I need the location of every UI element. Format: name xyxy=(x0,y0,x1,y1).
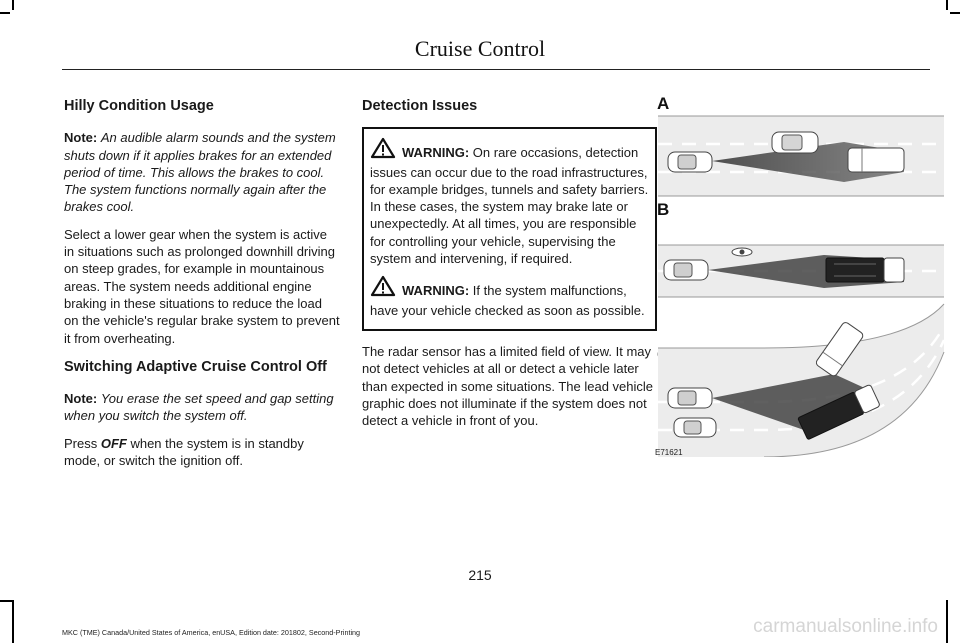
truck-icon xyxy=(825,257,905,283)
panel-a-road xyxy=(658,115,944,197)
warning-malfunction: WARNING: If the system malfunctions, hav… xyxy=(370,275,649,319)
warning-box: WARNING: On rare occasions, detection is… xyxy=(362,127,657,331)
crop-mark xyxy=(12,0,14,10)
warning-label: WARNING: xyxy=(402,283,470,299)
note-label: Note: xyxy=(64,130,98,146)
page-number: 215 xyxy=(468,567,492,583)
paragraph-radar: The radar sensor has a limited field of … xyxy=(362,343,653,429)
car-icon xyxy=(663,259,709,281)
car-icon xyxy=(771,131,819,154)
middle-column: Detection Issues WARNING: On rare occasi… xyxy=(362,98,658,439)
car-icon xyxy=(673,417,717,438)
warning-text: If the system malfunctions, have your ve… xyxy=(370,283,645,318)
page-title: Cruise Control xyxy=(414,36,546,61)
van-icon xyxy=(815,322,864,377)
crop-mark xyxy=(946,0,948,10)
paragraph-press-off: Press OFF when the system is in standby … xyxy=(64,435,340,470)
crop-mark xyxy=(0,12,10,14)
truck-icon xyxy=(797,384,880,440)
car-icon xyxy=(667,151,713,173)
section-heading-detection: Detection Issues xyxy=(362,98,478,114)
motorcycle-icon xyxy=(731,247,753,257)
footer-edition: MKC (TME) Canada/United States of Americ… xyxy=(62,628,361,637)
warning-label: WARNING: xyxy=(402,145,470,161)
header-divider xyxy=(62,69,930,70)
note-label: Note: xyxy=(64,391,98,407)
off-key-label: OFF xyxy=(100,435,127,451)
text-fragment: when the system is in standby mode, or s… xyxy=(64,435,304,469)
note-text: You erase the set speed and gap setting … xyxy=(64,391,334,424)
section-heading-hilly: Hilly Condition Usage xyxy=(64,98,214,114)
panel-label-a: A xyxy=(657,94,670,113)
note-erase: Note: You erase the set speed and gap se… xyxy=(64,390,340,425)
warning-triangle-icon xyxy=(370,275,396,301)
crop-mark xyxy=(12,600,14,643)
note-brakes: Note: An audible alarm sounds and the sy… xyxy=(64,129,340,215)
crop-mark xyxy=(946,600,948,643)
warning-detection: WARNING: On rare occasions, detection is… xyxy=(370,137,649,267)
text-fragment: Press xyxy=(64,435,101,451)
note-text: An audible alarm sounds and the system s… xyxy=(64,130,336,215)
warning-text: On rare occasions, detection issues can … xyxy=(370,145,649,267)
warning-triangle-icon xyxy=(370,137,396,163)
panel-c-road xyxy=(658,303,946,457)
van-icon xyxy=(847,147,905,173)
figure-code: E71621 xyxy=(655,448,683,457)
crop-mark xyxy=(950,12,960,14)
panel-label-b: B xyxy=(657,200,670,219)
left-column: Hilly Condition Usage Note: An audible a… xyxy=(64,98,340,479)
paragraph-lower-gear: Select a lower gear when the system is a… xyxy=(64,226,340,346)
car-icon xyxy=(667,387,713,409)
section-heading-switch-off: Switching Adaptive Cruise Control Off xyxy=(64,358,327,375)
watermark: carmanualsonline.info xyxy=(753,616,938,637)
radar-diagram xyxy=(658,115,946,457)
panel-b-road xyxy=(658,244,944,298)
crop-mark xyxy=(0,600,14,602)
